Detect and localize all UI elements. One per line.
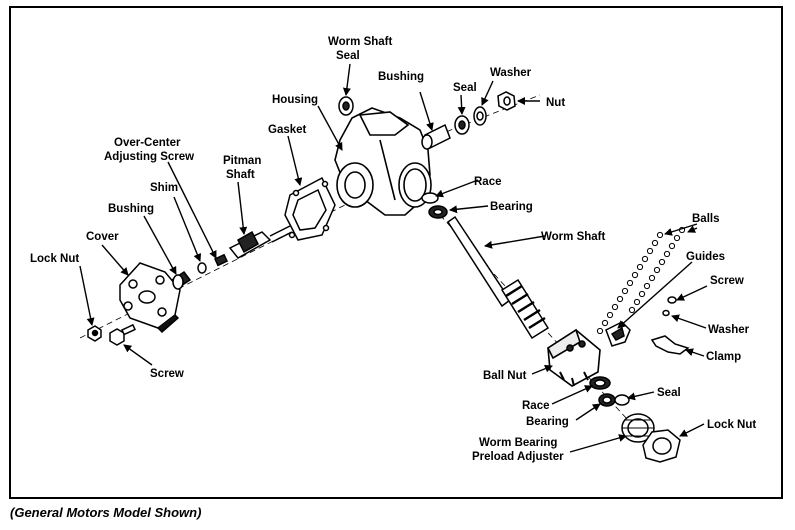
- label-preload-2: Preload Adjuster: [472, 451, 564, 463]
- label-over-center-1: Over-Center: [114, 137, 181, 149]
- label-cover: Cover: [86, 231, 119, 243]
- label-bushing-top: Bushing: [378, 71, 424, 83]
- steering-gear-exploded-diagram: Worm Shaft Seal Bushing Seal Washer Nut …: [30, 36, 756, 463]
- cover-part: [119, 262, 181, 334]
- label-worm-shaft-seal-2: Seal: [336, 50, 360, 62]
- screw-left-part: [109, 323, 136, 346]
- gasket-part: [284, 176, 336, 241]
- lock-nut-right-part: [642, 429, 681, 463]
- worm-shaft-seal-part: [338, 96, 354, 116]
- label-race-bottom: Race: [522, 400, 550, 412]
- label-pitman-2: Shaft: [226, 169, 255, 181]
- shim-part: [197, 262, 207, 274]
- label-guides: Guides: [686, 251, 725, 263]
- label-lock-nut-left: Lock Nut: [30, 253, 79, 265]
- label-seal-top: Seal: [453, 82, 477, 94]
- bushing-left-part: [170, 270, 192, 290]
- label-shim: Shim: [150, 182, 178, 194]
- label-screw-right: Screw: [710, 275, 744, 287]
- diagram-frame: [9, 6, 783, 499]
- label-housing: Housing: [272, 94, 318, 106]
- label-gasket: Gasket: [268, 124, 307, 136]
- preload-adjuster-part: [621, 413, 655, 443]
- label-bearing-bottom: Bearing: [526, 416, 569, 428]
- label-washer-right: Washer: [708, 324, 750, 336]
- race-bottom-part: [589, 376, 611, 390]
- screw-right-part: [667, 296, 677, 304]
- bearing-bottom-part: [598, 393, 616, 407]
- label-nut-top: Nut: [546, 97, 565, 109]
- label-race-top: Race: [474, 176, 502, 188]
- labels: Worm Shaft Seal Bushing Seal Washer Nut …: [30, 36, 756, 463]
- housing-part: [334, 107, 432, 216]
- guides-part: [605, 321, 631, 347]
- bushing-top-part: [421, 123, 451, 150]
- label-washer-top: Washer: [490, 67, 532, 79]
- race-top-part: [421, 192, 439, 204]
- label-worm-shaft-seal-1: Worm Shaft: [328, 36, 392, 48]
- leader-arrows: [79, 63, 708, 453]
- washer-right-part: [662, 309, 670, 317]
- seal-bottom-part: [614, 394, 630, 406]
- nut-top-part: [497, 91, 516, 111]
- label-clamp: Clamp: [706, 351, 741, 363]
- figure-caption: (General Motors Model Shown): [10, 505, 202, 520]
- lock-nut-left-part: [87, 325, 102, 342]
- label-seal-bottom: Seal: [657, 387, 681, 399]
- label-bearing-top: Bearing: [490, 201, 533, 213]
- ball-nut-part: [546, 328, 601, 387]
- label-pitman-1: Pitman: [223, 155, 261, 167]
- label-lock-nut-right: Lock Nut: [707, 419, 756, 431]
- label-worm-shaft: Worm Shaft: [541, 231, 605, 243]
- washer-top-part: [473, 106, 487, 126]
- over-center-screw-part: [214, 253, 229, 267]
- label-ball-nut: Ball Nut: [483, 370, 527, 382]
- seal-top-part: [454, 115, 470, 135]
- worm-shaft-part: [446, 215, 550, 340]
- label-preload-1: Worm Bearing: [479, 437, 557, 449]
- label-screw-left: Screw: [150, 368, 184, 380]
- bearing-top-part: [428, 205, 448, 219]
- label-bushing-left: Bushing: [108, 203, 154, 215]
- clamp-part: [650, 335, 690, 355]
- pitman-shaft-part: [228, 225, 293, 259]
- label-balls: Balls: [692, 213, 720, 225]
- label-over-center-2: Adjusting Screw: [104, 151, 194, 163]
- balls-part: [596, 226, 686, 335]
